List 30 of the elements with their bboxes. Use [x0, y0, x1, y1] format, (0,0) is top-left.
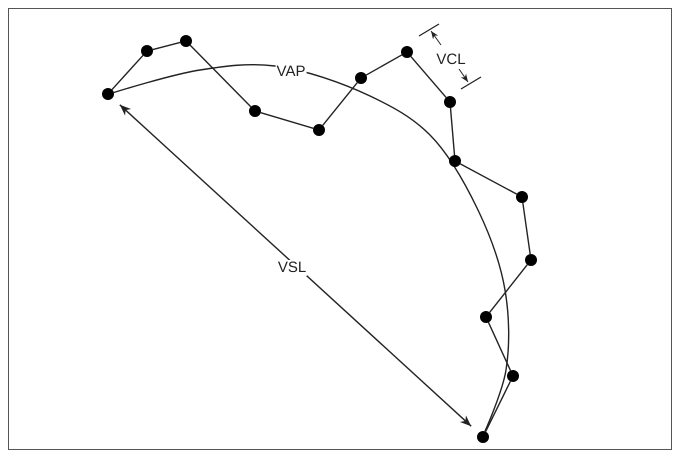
track-segment	[522, 202, 531, 254]
track-point	[401, 46, 413, 58]
track-segment	[260, 112, 314, 129]
track-segment	[410, 56, 447, 98]
track-segment	[322, 82, 358, 126]
track-segment	[366, 54, 402, 76]
track-point	[507, 370, 519, 382]
track-segment	[485, 381, 511, 432]
track-point	[313, 124, 325, 136]
track-point	[480, 311, 492, 323]
track-point	[525, 254, 537, 266]
track-point	[141, 45, 153, 57]
track-point	[355, 72, 367, 84]
track-point	[449, 155, 461, 167]
track-point	[516, 191, 528, 203]
track-segment	[489, 264, 528, 313]
track-segment	[152, 42, 180, 50]
track-point	[477, 431, 489, 443]
track-point	[444, 96, 456, 108]
track-segment	[488, 322, 512, 371]
edge-label: VSL	[276, 260, 308, 276]
track-point	[180, 35, 192, 47]
curve-line	[114, 64, 510, 432]
track-point	[249, 105, 261, 117]
track-segment	[450, 108, 456, 156]
track-point	[102, 88, 114, 100]
track-segment	[190, 44, 252, 108]
track-segment	[112, 54, 144, 90]
double-arrow	[119, 104, 472, 427]
track-segment	[460, 163, 518, 195]
